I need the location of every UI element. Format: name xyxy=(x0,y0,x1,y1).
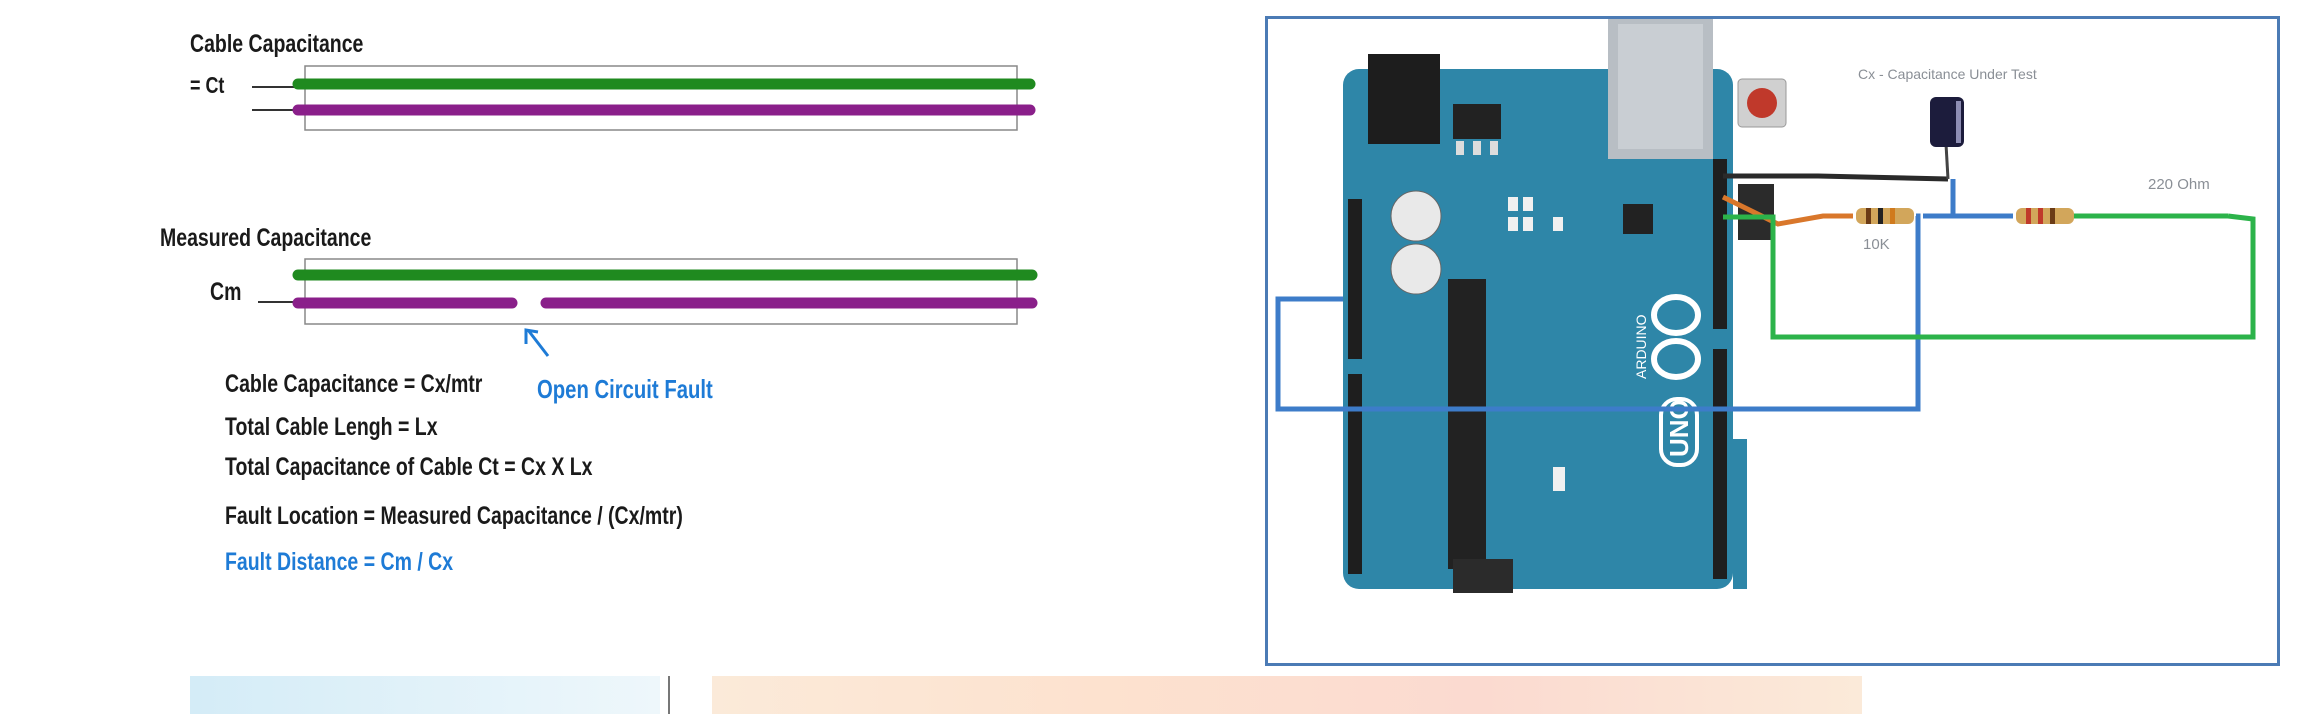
cable-sheath-bottom xyxy=(304,258,1018,325)
cable-drawing xyxy=(252,65,1038,357)
formula-total-capacitance: Total Capacitance of Cable Ct = Cx X Lx xyxy=(225,453,593,481)
bottom-strip-divider xyxy=(668,676,670,714)
on-led xyxy=(1553,467,1565,491)
board-capacitor xyxy=(1390,190,1442,242)
cable-sheath-top xyxy=(304,65,1018,131)
header-right-bottom xyxy=(1713,349,1727,579)
fault-arrow xyxy=(524,328,550,357)
resistor-10k-icon xyxy=(1856,208,1914,224)
wire-blue-top xyxy=(1923,179,1956,219)
board-notch xyxy=(1733,439,1747,589)
board-capacitor xyxy=(1390,243,1442,295)
header-left-top xyxy=(1348,199,1362,359)
resistor-220-label: 220 Ohm xyxy=(2148,176,2210,193)
usb-chip xyxy=(1623,204,1653,234)
uno-logo-badge xyxy=(1659,397,1699,467)
wire-orange xyxy=(1721,194,1853,227)
arduino-brand-text: ARDUINO xyxy=(1633,314,1649,379)
led xyxy=(1553,217,1563,231)
wire-black xyxy=(1723,173,1949,182)
arduino-board xyxy=(1343,69,1733,589)
circuit-drawing: UNO ARDUINO xyxy=(1275,19,2256,593)
measured-capacitance-title: Measured Capacitance xyxy=(160,224,372,252)
led xyxy=(1523,217,1533,231)
ct-label: = Ct xyxy=(190,72,225,98)
formula-cable-capacitance: Cable Capacitance = Cx/mtr xyxy=(225,370,483,398)
header-left-bottom xyxy=(1348,374,1362,574)
test-capacitor-icon xyxy=(1930,97,1964,147)
header-right-top xyxy=(1713,159,1727,329)
resistor-220-icon xyxy=(2016,208,2074,224)
bottom-strip-right xyxy=(712,676,1862,714)
led xyxy=(1508,197,1518,211)
led xyxy=(1523,197,1533,211)
microcontroller-chip xyxy=(1448,279,1486,569)
cm-label: Cm xyxy=(210,278,242,306)
open-circuit-fault-label: Open Circuit Fault xyxy=(537,374,713,404)
formula-fault-distance: Fault Distance = Cm / Cx xyxy=(225,548,454,576)
resistor-10k-label: 10K xyxy=(1863,236,1890,253)
icsp-header-bottom xyxy=(1453,559,1513,593)
led xyxy=(1508,217,1518,231)
bottom-strip-left xyxy=(190,676,660,714)
wire-green xyxy=(1723,213,2256,340)
formula-total-length: Total Cable Lengh = Lx xyxy=(225,413,438,441)
cap-lead-black xyxy=(1944,143,1950,180)
cable-capacitance-title: Cable Capacitance xyxy=(190,30,364,58)
formula-fault-location: Fault Location = Measured Capacitance / … xyxy=(225,502,683,530)
voltage-regulator xyxy=(1453,104,1501,139)
wire-blue-mid xyxy=(1275,213,1921,412)
capacitance-under-test-label: Cx - Capacitance Under Test xyxy=(1858,66,2037,82)
circuit-frame: UNO ARDUINO xyxy=(1265,16,2280,666)
power-jack xyxy=(1368,54,1440,144)
arduino-logo xyxy=(1651,294,1701,380)
